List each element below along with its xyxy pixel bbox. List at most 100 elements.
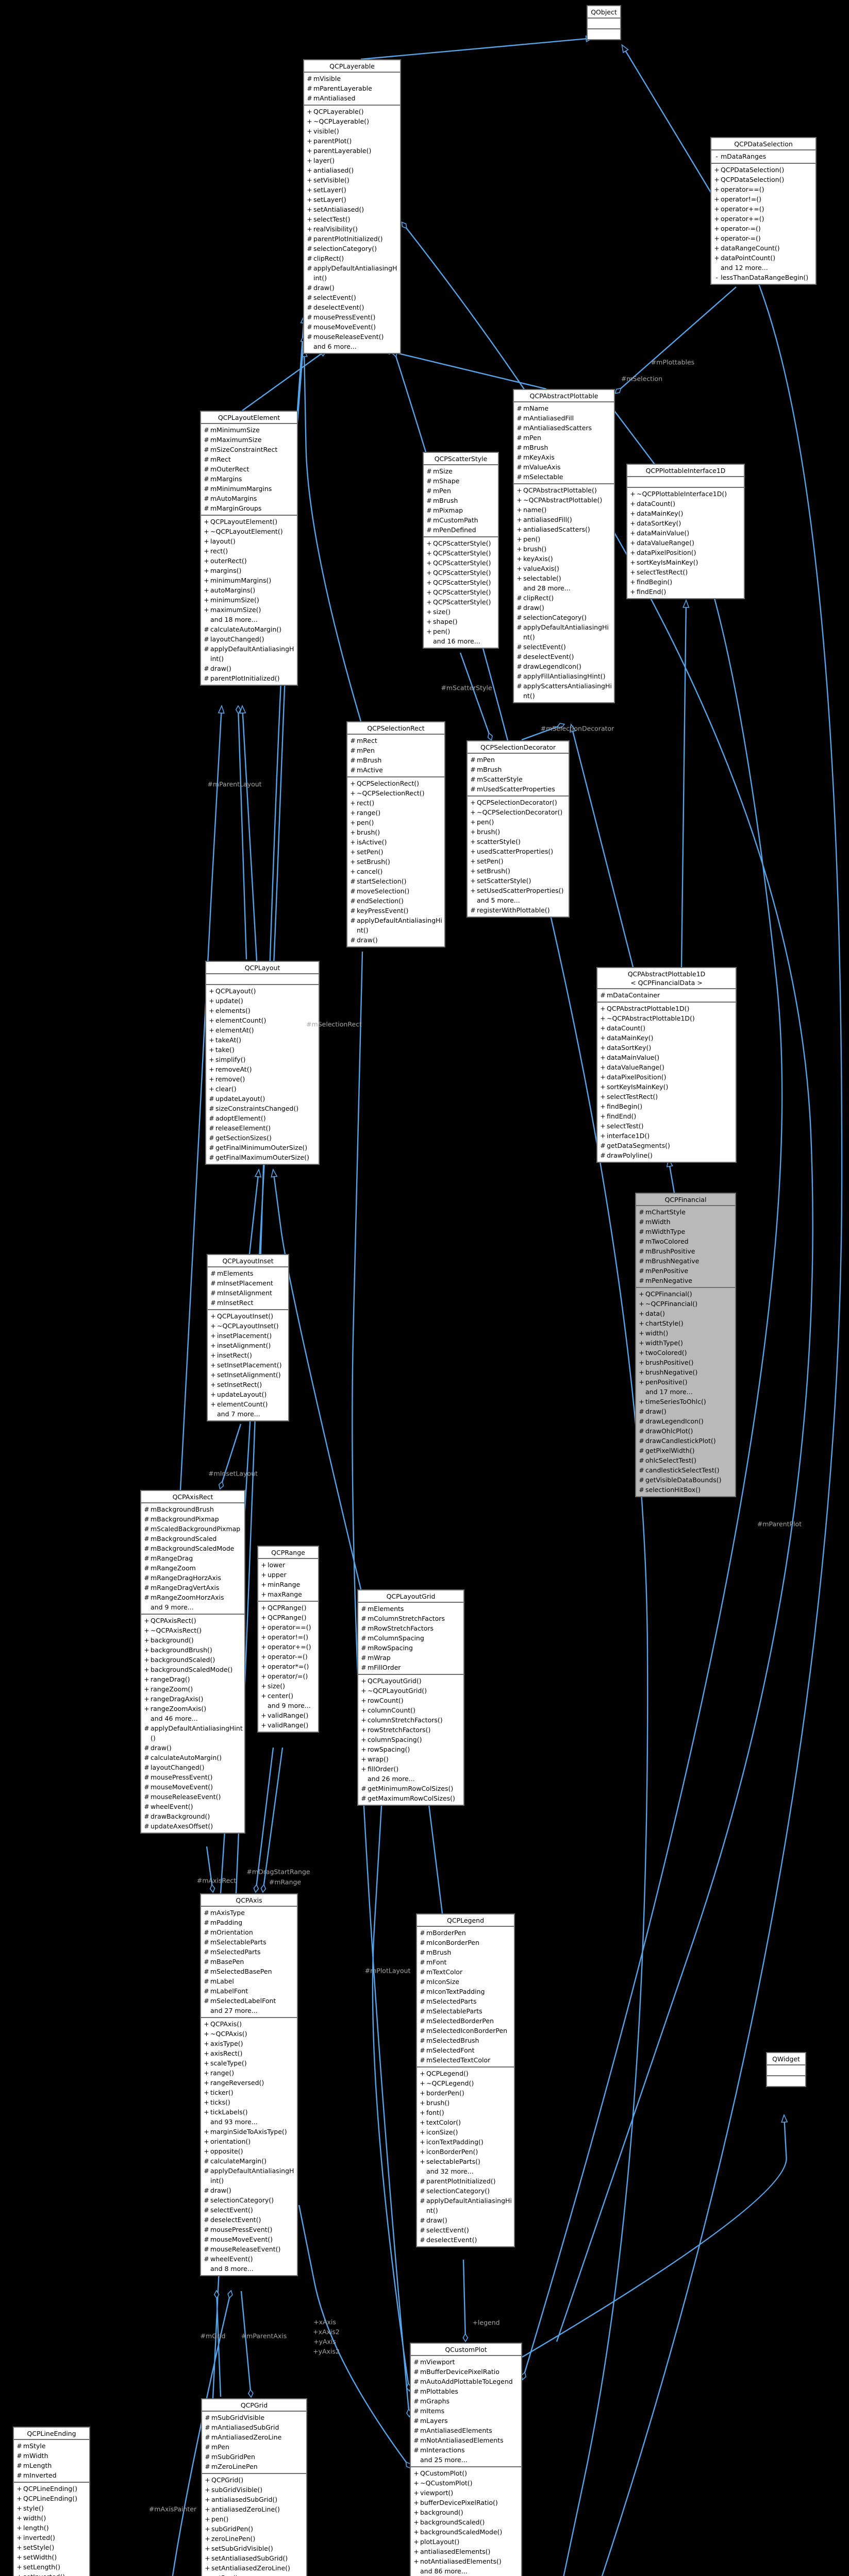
class-qcpfinancial[interactable]: QCPFinancial #mChartStyle#mWidth#mWidthT… <box>635 1193 736 1497</box>
class-qcpplottableinterface1d[interactable]: QCPPlottableInterface1D +~QCPPlottableIn… <box>626 464 745 599</box>
member-row: +remove() <box>208 1074 317 1084</box>
visibility-symbol: + <box>600 1054 606 1061</box>
class-qcpgrid[interactable]: QCPGrid #mSubGridVisible#mAntialiasedSub… <box>201 2398 307 2576</box>
member-row: +size() <box>260 1681 317 1691</box>
member-name: mBrush <box>357 756 382 764</box>
edge-label-xaxis: +xAxis <box>313 2318 336 2326</box>
visibility-symbol: # <box>204 455 209 463</box>
class-qcplayoutelement[interactable]: QCPLayoutElement #mMinimumSize#mMaximumS… <box>200 411 298 686</box>
member-row: +setStyle() <box>15 2543 88 2552</box>
visibility-symbol: + <box>639 1378 644 1386</box>
member-row: #mKeyAxis <box>515 452 612 462</box>
member-row: +setLayer() <box>306 195 398 205</box>
class-qcpaxisrect[interactable]: QCPAxisRect #mBackgroundBrush#mBackgroun… <box>140 1490 245 1834</box>
member-row: #startSelection() <box>349 876 443 886</box>
member-name: mCustomPath <box>433 516 478 524</box>
class-qcpaxis[interactable]: QCPAxis #mAxisType#mPadding#mOrientation… <box>200 1893 298 2276</box>
visibility-symbol: # <box>205 2414 210 2421</box>
class-qcpdataselection[interactable]: QCPDataSelection -mDataRanges+QCPDataSel… <box>710 137 817 285</box>
class-title-line: < QCPFinancialData > <box>630 979 703 987</box>
class-qcustomplot[interactable]: QCustomPlot #mViewport#mBufferDevicePixe… <box>410 2343 522 2576</box>
member-row: +QCustomPlot() <box>412 2468 520 2478</box>
member-row: +rangeZoom() <box>143 1684 243 1694</box>
member-name: applyDefaultAntialiasingHint() <box>426 2197 512 2214</box>
member-row: +maxRange <box>260 1589 317 1599</box>
visibility-symbol: + <box>361 1677 367 1685</box>
member-name: setInsetRect() <box>217 1381 262 1388</box>
class-qcplayerable[interactable]: QCPLayerable #mVisible#mParentLayerable#… <box>303 59 401 354</box>
class-qcplineending[interactable]: QCPLineEnding #mStyle#mWidth#mLength#mIn… <box>13 2427 90 2576</box>
member-name: selectTestRect() <box>637 568 688 576</box>
member-name: range() <box>210 2069 235 2077</box>
member-row: and 9 more... <box>260 1701 317 1710</box>
class-qcpselectionrect[interactable]: QCPSelectionRect #mRect#mPen#mBrush#mAct… <box>346 721 445 947</box>
class-qcprange[interactable]: QCPRange +lower+upper+minRange+maxRange+… <box>257 1546 319 1733</box>
visibility-symbol: # <box>204 1938 209 1946</box>
member-row: +setVisible() <box>306 175 398 185</box>
class-title: QCustomPlot <box>411 2344 521 2355</box>
member-row: +layout() <box>203 536 295 546</box>
member-name: iconBorderPen() <box>426 2148 478 2156</box>
member-name: mPlottables <box>420 2387 458 2395</box>
visibility-symbol: + <box>517 496 522 504</box>
member-row: #mRect <box>349 736 443 745</box>
member-name: operator*=() <box>268 1663 309 1670</box>
member-name: dataMainValue() <box>607 1054 660 1061</box>
member-name: realVisibility() <box>313 225 358 233</box>
member-name: mTextColor <box>426 1968 463 1976</box>
visibility-symbol: + <box>261 1672 267 1680</box>
class-qobject[interactable]: QObject <box>587 5 621 40</box>
member-name: mGraphs <box>420 2397 450 2405</box>
visibility-symbol: + <box>209 1075 214 1083</box>
member-name: QCPScatterStyle() <box>433 549 491 557</box>
member-name: size() <box>268 1682 285 1690</box>
member-name: sortKeyIsMainKey() <box>607 1083 669 1091</box>
visibility-symbol: + <box>261 1663 267 1670</box>
member-name: mouseMoveEvent() <box>313 323 376 331</box>
member-row: +plotLayout() <box>412 2537 520 2547</box>
member-name: backgroundBrush() <box>151 1646 212 1654</box>
visibility-symbol: + <box>144 1705 149 1713</box>
member-row: +axisType() <box>203 2039 295 2048</box>
class-qcpabstractplottable1d[interactable]: QCPAbstractPlottable1D< QCPFinancialData… <box>596 967 737 1163</box>
visibility-symbol: # <box>307 303 312 311</box>
visibility-symbol: + <box>204 518 209 526</box>
member-row: +QCPRange() <box>260 1613 317 1622</box>
member-name: setInsetAlignment() <box>217 1371 281 1379</box>
member-row: +dataCount() <box>629 499 742 509</box>
class-title-line: QCustomPlot <box>445 2346 487 2353</box>
member-name: width() <box>645 1329 669 1337</box>
member-name: operator!=() <box>721 195 761 203</box>
visibility-symbol <box>425 636 433 646</box>
visibility-symbol: + <box>144 1656 149 1664</box>
visibility-symbol: # <box>144 1545 149 1552</box>
inherit-layoutgrid-layout <box>273 1170 362 1590</box>
class-qwidget[interactable]: QWidget <box>766 2052 806 2087</box>
visibility-symbol: + <box>204 528 209 535</box>
class-title: QCPSelectionDecorator <box>468 741 569 753</box>
member-row: +insetAlignment() <box>209 1341 287 1350</box>
class-qcplegend[interactable]: QCPLegend #mBorderPen#mIconBorderPen#mBr… <box>416 1913 515 2247</box>
member-name: mOuterRect <box>210 465 249 473</box>
member-name: setBrush() <box>357 858 390 866</box>
visibility-symbol: # <box>600 991 606 999</box>
class-qcplayoutinset[interactable]: QCPLayoutInset #mElements#mInsetPlacemen… <box>207 1254 289 1421</box>
visibility-symbol: # <box>517 594 522 602</box>
class-qcplayoutgrid[interactable]: QCPLayoutGrid #mElements#mColumnStretchF… <box>357 1589 464 1806</box>
class-qcpabstractplottable[interactable]: QCPAbstractPlottable #mName#mAntialiased… <box>513 389 615 703</box>
member-name: brush() <box>523 545 547 553</box>
member-name: mAntialiasedElements <box>420 2427 492 2434</box>
member-name: mousePressEvent() <box>313 313 376 321</box>
member-row: +~QCPAbstractPlottable() <box>515 495 612 505</box>
visibility-symbol: + <box>16 2534 22 2541</box>
member-name: QCPLegend() <box>426 2070 469 2077</box>
class-qcpselectiondecorator[interactable]: QCPSelectionDecorator #mPen#mBrush#mScat… <box>467 740 570 918</box>
class-qcpscatterstyle[interactable]: QCPScatterStyle #mSize#mShape#mPen#mBrus… <box>423 452 499 649</box>
member-row: +dataRangeCount() <box>713 243 814 253</box>
visibility-symbol: # <box>639 1277 644 1284</box>
class-qcplayout[interactable]: QCPLayout +QCPLayout()+update()+elements… <box>205 961 320 1165</box>
inherit-layoutinset-layout <box>248 1170 259 1255</box>
visibility-symbol <box>713 263 721 273</box>
member-name: ~QCPAbstractPlottable() <box>523 496 603 504</box>
aggregate-mdragstartrange <box>253 1747 274 1893</box>
